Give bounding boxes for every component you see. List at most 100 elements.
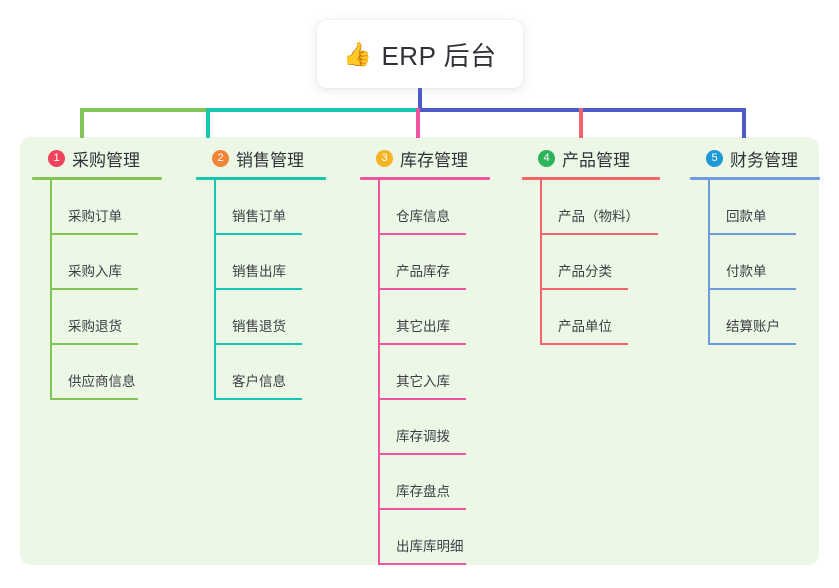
branch-column-5: 5 财务管理回款单付款单结算账户 (690, 146, 839, 345)
branch-items-2: 销售订单销售出库销售退货客户信息 (214, 180, 346, 400)
leaf-node[interactable]: 产品分类 (540, 235, 687, 290)
branch-badge-5: 5 (706, 149, 723, 167)
branch-header-1[interactable]: 1 采购管理 (32, 146, 182, 170)
leaf-node-underline (214, 343, 302, 345)
leaf-node[interactable]: 其它入库 (378, 345, 515, 400)
branch-underline-3 (360, 177, 490, 180)
thumbs-up-icon: 👍 (343, 40, 373, 67)
leaf-node[interactable]: 采购退货 (50, 290, 182, 345)
leaf-node-label: 产品单位 (558, 319, 612, 334)
leaf-node-underline (214, 288, 302, 290)
drop-connector-branch-1 (80, 108, 84, 138)
leaf-node-underline (214, 233, 302, 235)
drop-connector-branch-2 (206, 108, 210, 138)
leaf-node[interactable]: 其它出库 (378, 290, 515, 345)
leaf-node[interactable]: 产品（物料） (540, 180, 687, 235)
branch-title-3: 库存管理 (400, 150, 468, 170)
branch-underline-2 (196, 177, 326, 180)
leaf-node[interactable]: 出库库明细 (378, 510, 515, 565)
leaf-node-label: 销售退货 (232, 319, 286, 334)
branch-header-3[interactable]: 3 库存管理 (360, 146, 515, 170)
leaf-node-underline (378, 288, 466, 290)
root-node-title: ERP 后台 (381, 40, 497, 71)
branches-background-panel (20, 137, 819, 565)
leaf-node[interactable]: 产品单位 (540, 290, 687, 345)
leaf-node-underline (378, 563, 466, 565)
root-node[interactable]: 👍 ERP 后台 (317, 20, 523, 88)
leaf-node-underline (708, 288, 796, 290)
leaf-node-underline (378, 453, 466, 455)
leaf-node[interactable]: 回款单 (708, 180, 839, 235)
leaf-node-label: 销售订单 (232, 209, 286, 224)
branch-items-5: 回款单付款单结算账户 (708, 180, 839, 345)
drop-connector-branch-3 (416, 108, 420, 138)
drop-connector-branch-4 (579, 108, 583, 138)
leaf-node-underline (378, 398, 466, 400)
leaf-node-label: 其它出库 (396, 319, 450, 334)
leaf-node-label: 付款单 (726, 264, 767, 279)
branch-title-1: 采购管理 (72, 150, 140, 170)
leaf-node[interactable]: 销售订单 (214, 180, 346, 235)
branch-title-5: 财务管理 (730, 150, 798, 170)
leaf-node-label: 供应商信息 (68, 374, 136, 389)
branch-title-4: 产品管理 (562, 150, 630, 170)
branch-header-5[interactable]: 5 财务管理 (690, 146, 839, 170)
root-stem-connector (418, 86, 422, 112)
branch-items-4: 产品（物料） 产品分类产品单位 (540, 180, 687, 345)
leaf-node[interactable]: 库存调拨 (378, 400, 515, 455)
leaf-node-underline (50, 343, 138, 345)
leaf-node-underline (50, 288, 138, 290)
leaf-node-label: 采购退货 (68, 319, 122, 334)
leaf-node[interactable]: 销售退货 (214, 290, 346, 345)
leaf-node[interactable]: 结算账户 (708, 290, 839, 345)
leaf-node-label: 采购入库 (68, 264, 122, 279)
leaf-node-label: 结算账户 (726, 319, 780, 334)
leaf-node-underline (378, 343, 466, 345)
bus-connector-teal (206, 108, 418, 112)
branch-column-1: 1 采购管理采购订单采购入库采购退货供应商信息 (32, 146, 182, 400)
leaf-node[interactable]: 库存盘点 (378, 455, 515, 510)
leaf-node-underline (540, 343, 628, 345)
leaf-node[interactable]: 付款单 (708, 235, 839, 290)
leaf-node[interactable]: 采购入库 (50, 235, 182, 290)
leaf-node-label: 客户信息 (232, 374, 286, 389)
branch-badge-4: 4 (538, 149, 555, 167)
leaf-node-underline (708, 343, 796, 345)
leaf-node[interactable]: 仓库信息 (378, 180, 515, 235)
branch-badge-1: 1 (48, 149, 65, 167)
branch-title-2: 销售管理 (236, 150, 304, 170)
leaf-node[interactable]: 采购订单 (50, 180, 182, 235)
branch-column-3: 3 库存管理仓库信息产品库存其它出库其它入库库存调拨库存盘点出库库明细 (360, 146, 515, 565)
branch-spine-2 (214, 180, 216, 400)
branch-column-4: 4 产品管理产品（物料） 产品分类产品单位 (522, 146, 687, 345)
leaf-node[interactable]: 产品库存 (378, 235, 515, 290)
leaf-node-label: 库存盘点 (396, 484, 450, 499)
leaf-node-label: 回款单 (726, 209, 767, 224)
leaf-node[interactable]: 供应商信息 (50, 345, 182, 400)
leaf-node-label: 销售出库 (232, 264, 286, 279)
leaf-node-label: 采购订单 (68, 209, 122, 224)
leaf-node-underline (708, 233, 796, 235)
branch-badge-3: 3 (376, 149, 393, 167)
leaf-node-underline (540, 233, 658, 235)
branch-spine-3 (378, 180, 380, 565)
leaf-node-label: 产品库存 (396, 264, 450, 279)
branch-spine-4 (540, 180, 542, 345)
leaf-node-label: 出库库明细 (396, 539, 464, 554)
branch-underline-5 (690, 177, 820, 180)
branch-header-4[interactable]: 4 产品管理 (522, 146, 687, 170)
leaf-node-label: 产品分类 (558, 264, 612, 279)
branch-items-1: 采购订单采购入库采购退货供应商信息 (50, 180, 182, 400)
branch-underline-1 (32, 177, 162, 180)
leaf-node-underline (50, 398, 138, 400)
leaf-node-underline (50, 233, 138, 235)
leaf-node[interactable]: 客户信息 (214, 345, 346, 400)
leaf-node-underline (378, 233, 466, 235)
branch-items-3: 仓库信息产品库存其它出库其它入库库存调拨库存盘点出库库明细 (378, 180, 515, 565)
leaf-node-label: 仓库信息 (396, 209, 450, 224)
leaf-node-underline (378, 508, 466, 510)
leaf-node[interactable]: 销售出库 (214, 235, 346, 290)
